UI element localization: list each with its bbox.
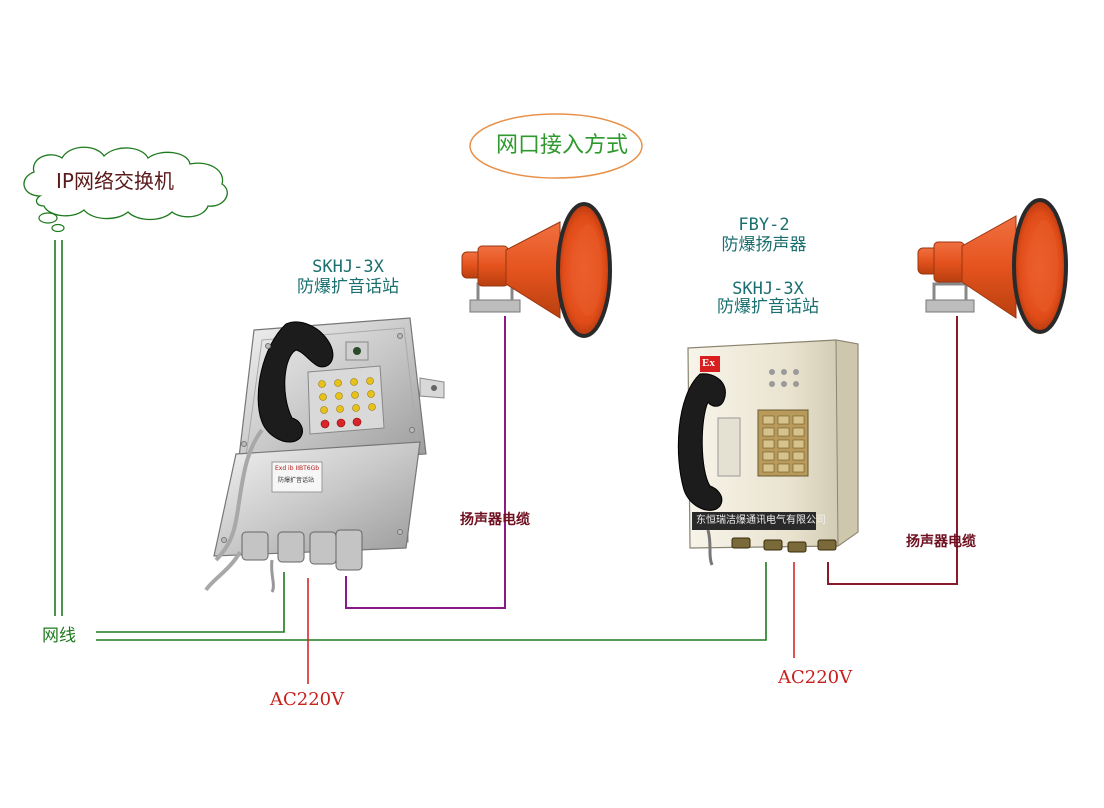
power-right-label: AC220V [778, 667, 853, 688]
station-right-model: SKHJ-3X [732, 279, 804, 299]
ip-switch-cloud [23, 146, 228, 233]
speaker-cable-right-label: 扬声器电缆 [906, 534, 976, 550]
power-left-label: AC220V [270, 689, 345, 710]
power-cables [307, 562, 795, 684]
speaker-cable-left-line [345, 316, 506, 609]
station-left-model: SKHJ-3X [312, 257, 384, 277]
station-right-device [677, 339, 859, 566]
station-right-name: 防爆扩音话站 [717, 297, 819, 317]
station-left-device [204, 317, 445, 593]
speaker-model: FBY-2 [738, 215, 790, 235]
station-left-plate-line2: 防爆扩音话站 [278, 477, 315, 484]
speaker-cable-left-label: 扬声器电缆 [460, 512, 530, 528]
access-mode-oval [469, 113, 643, 179]
speaker-name: 防爆扬声器 [721, 235, 807, 255]
station-left-name: 防爆扩音话站 [297, 277, 399, 297]
station-left-plate-line1: Exd ib IIBT6Gb [275, 465, 320, 472]
network-cables [54, 240, 767, 641]
ex-mark: Ex [702, 357, 715, 369]
station-right-nameplate: 东恒瑞洁爆通讯电气有限公司 [696, 515, 826, 526]
horn-speaker-left [461, 202, 612, 338]
horn-speaker-right [917, 198, 1068, 334]
access-mode-label: 网口接入方式 [496, 133, 629, 158]
ip-switch-label: IP网络交换机 [56, 169, 174, 193]
network-cable-label: 网线 [42, 626, 76, 646]
speaker-cable-right-line [827, 316, 958, 585]
